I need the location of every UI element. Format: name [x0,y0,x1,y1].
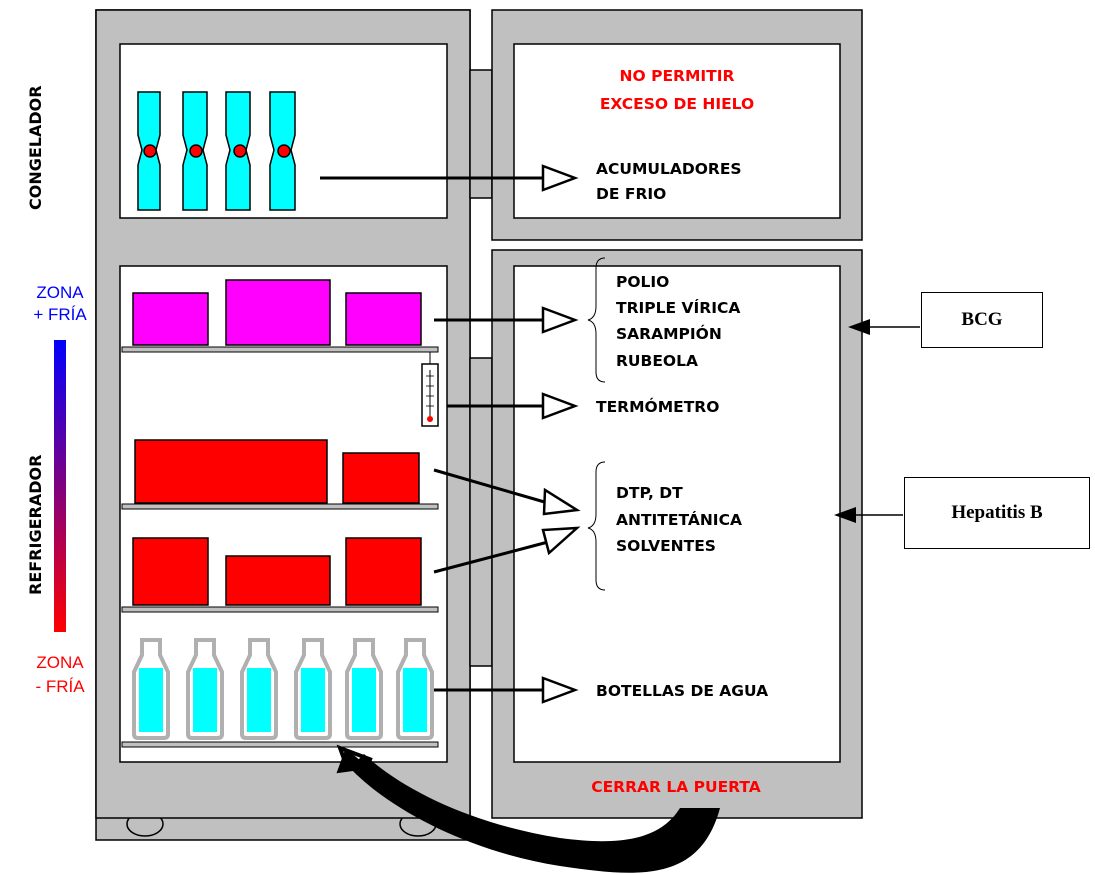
shelf [122,607,438,612]
no-permitir-line2: EXCESO DE HIELO [600,95,754,113]
bcg-box: BCG [921,292,1043,348]
polio-line3: SARAMPIÓN [616,324,722,343]
bcg-label: BCG [961,309,1002,331]
dtp-line2: ANTITETÁNICA [616,510,742,529]
termometro-label: TERMÓMETRO [596,397,719,416]
acumuladores-line2: DE FRIO [596,185,666,203]
door-hinges [470,70,492,666]
freezer-door [492,10,862,240]
shelf [122,347,438,352]
shelf [122,742,438,747]
zona-fria-bottom-line1: ZONA [36,653,84,672]
refrigerador-label: REFRIGERADOR [26,455,45,595]
polio-line1: POLIO [616,273,669,291]
congelador-label: CONGELADOR [26,85,45,210]
ice-pack [226,92,250,210]
ice-pack [138,92,160,210]
polio-line4: RUBEOLA [616,352,698,370]
hepatitis-label: Hepatitis B [951,502,1042,524]
dtp-line3: SOLVENTES [616,537,716,555]
zona-fria-top-line2: + FRÍA [33,305,87,324]
polio-line2: TRIPLE VÍRICA [616,298,740,317]
ice-pack [183,92,207,210]
temperature-gradient-bar [54,340,66,632]
shelf [122,504,438,509]
zona-fria-bottom-line2: - FRÍA [35,677,85,696]
zona-fria-top-line1: ZONA [36,283,84,302]
cerrar-puerta-label: CERRAR LA PUERTA [591,778,761,796]
hepatitis-box: Hepatitis B [904,477,1090,549]
ice-pack [270,92,295,210]
acumuladores-line1: ACUMULADORES [596,160,742,178]
botellas-label: BOTELLAS DE AGUA [596,682,768,700]
dtp-line1: DTP, DT [616,484,683,502]
no-permitir-line1: NO PERMITIR [620,67,735,85]
